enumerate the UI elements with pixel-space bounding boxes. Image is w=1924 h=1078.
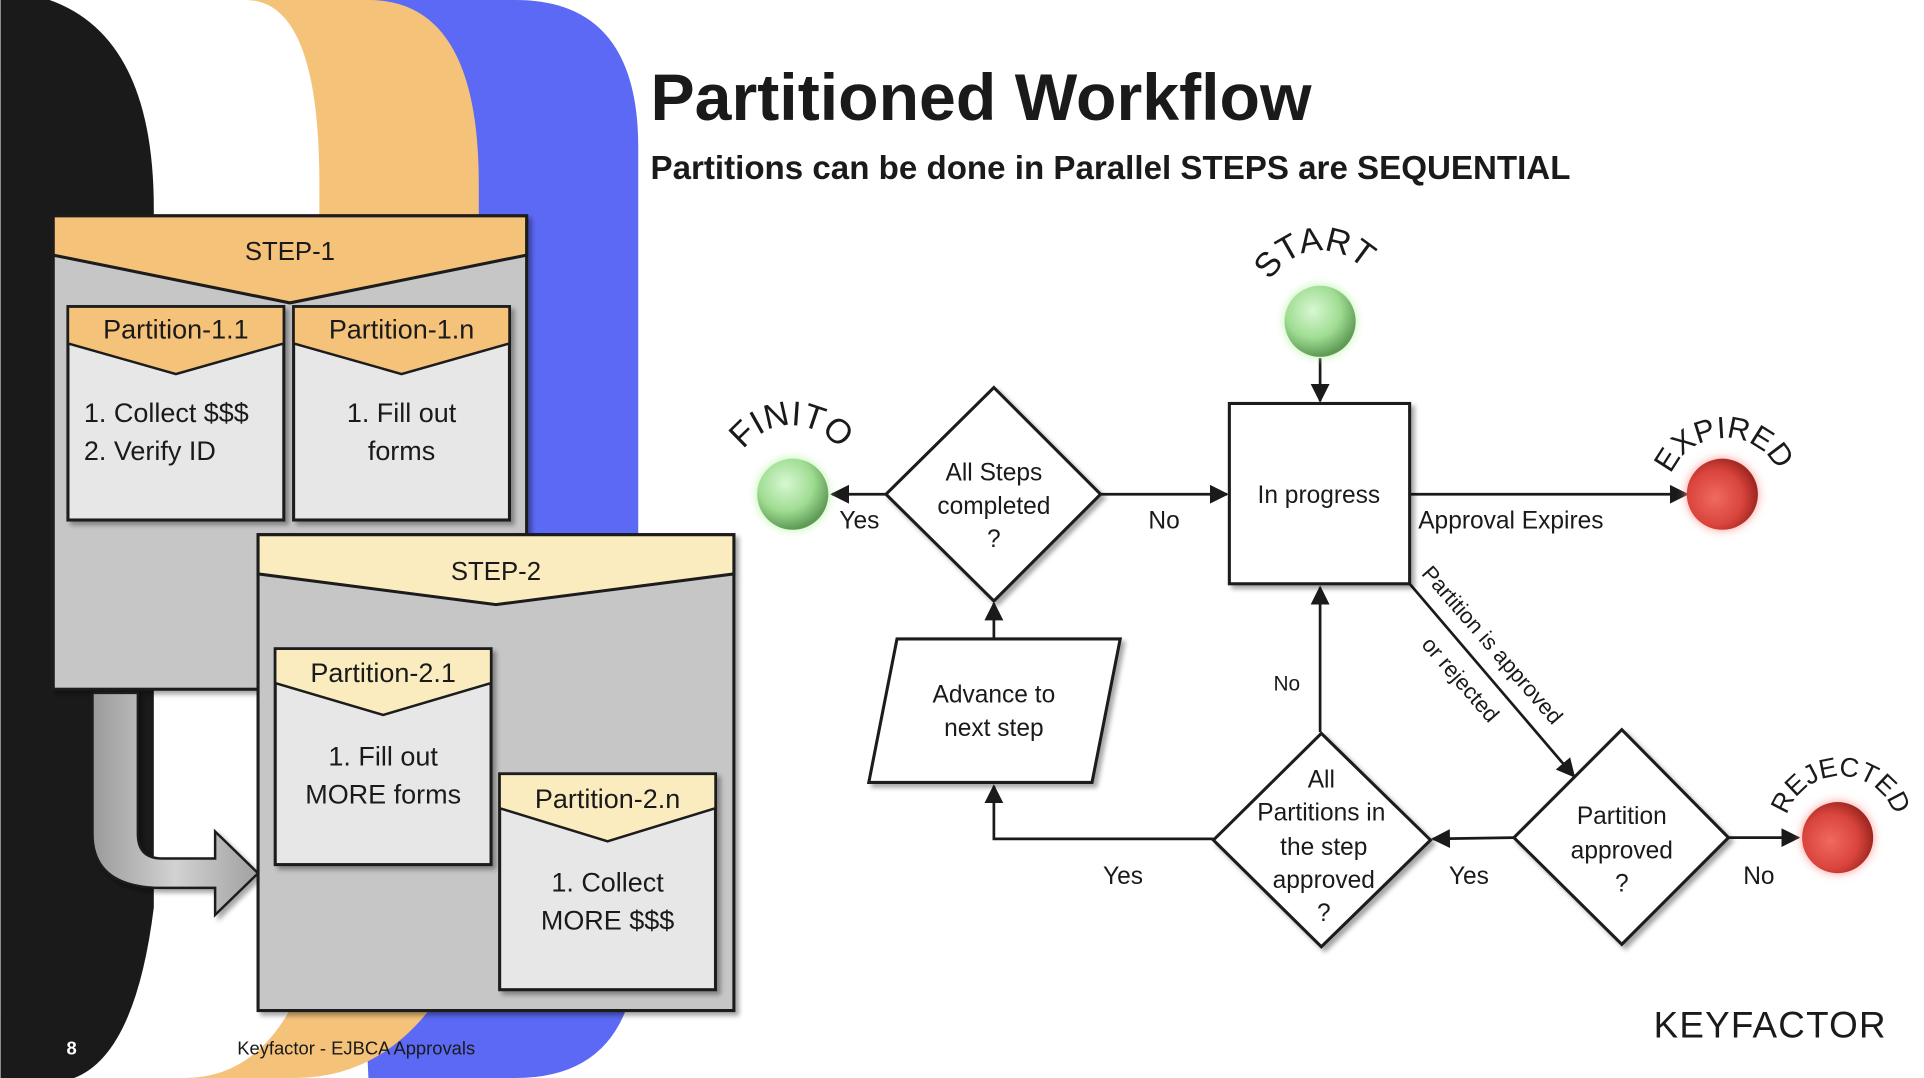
edge-partition-decided (1408, 582, 1576, 778)
rejected-state-icon (1802, 802, 1874, 874)
partition-approved-line-3: ? (1615, 871, 1629, 898)
all-partitions-line-1: All (1308, 766, 1335, 793)
keyfactor-logo: KEYFACTOR (1654, 1005, 1887, 1046)
step-2-label: STEP-2 (451, 558, 541, 586)
start-state-icon (1284, 285, 1356, 357)
advance-line-2: next step (944, 715, 1044, 742)
edge-label-partition-yes: Yes (1449, 863, 1489, 890)
expired-state-icon (1686, 458, 1758, 530)
edge-label-steps-yes: Yes (839, 508, 879, 535)
all-partitions-line-3: the step (1280, 834, 1367, 861)
partition-2-1-label: Partition-2.1 (310, 658, 455, 688)
partition-approved-decision (1511, 727, 1731, 947)
all-partitions-line-4: approved (1273, 867, 1375, 894)
flow-connectors (830, 358, 1801, 849)
partition-1-1-line-1: 1. Collect $$$ (84, 398, 249, 428)
partition-2-n-line-1: 1. Collect (551, 868, 664, 898)
all-steps-decision (883, 385, 1103, 604)
finito-state-icon (757, 458, 829, 530)
all-partitions-line-2: Partitions in (1257, 799, 1385, 826)
finito-state-label: FINITO (722, 395, 861, 455)
partition-1-n (292, 305, 511, 522)
advance-step-node (866, 637, 1123, 784)
partition-2-n-label: Partition-2.n (535, 784, 680, 814)
edge-label-approval-expires: Approval Expires (1418, 508, 1603, 535)
all-partitions-decision (1211, 731, 1433, 949)
edge-label-partitions-no: No (1274, 672, 1301, 695)
step-1-label: STEP-1 (245, 238, 335, 266)
partition-2-n (498, 772, 718, 992)
partition-1-n-line-2: forms (368, 436, 435, 466)
edge-partition-yes (1431, 829, 1514, 849)
edge-label-partitions-yes: Yes (1103, 863, 1143, 890)
all-steps-line-3: ? (987, 526, 1001, 553)
edge-label-partition-no: No (1743, 863, 1774, 890)
step-transition-arrow (91, 691, 260, 918)
all-steps-line-1: All Steps (946, 460, 1043, 487)
partition-2-1 (273, 647, 493, 867)
start-state-label: START (1247, 220, 1383, 285)
partition-1-1-label: Partition-1.1 (103, 314, 248, 344)
partition-2-1-line-2: MORE forms (305, 779, 461, 809)
partition-1-n-label: Partition-1.n (329, 314, 474, 344)
partition-1-1 (66, 305, 286, 522)
partition-approved-line-2: approved (1571, 837, 1673, 864)
in-progress-label: In progress (1258, 482, 1381, 509)
advance-line-1: Advance to (933, 682, 1056, 709)
partition-1-n-line-1: 1. Fill out (347, 398, 457, 428)
edge-label-steps-no: No (1148, 508, 1179, 535)
edge-partitions-yes (984, 784, 1214, 841)
partition-approved-line-1: Partition (1577, 803, 1667, 830)
all-partitions-line-5: ? (1317, 900, 1331, 927)
in-progress-node (1227, 401, 1412, 586)
partition-1-1-line-2: 2. Verify ID (84, 436, 216, 466)
footer-text: Keyfactor - EJBCA Approvals (237, 1038, 475, 1059)
page-subtitle: Partitions can be done in Parallel STEPS… (650, 150, 1570, 187)
page-title: Partitioned Workflow (650, 61, 1311, 135)
page-number: 8 (67, 1038, 77, 1059)
partition-2-1-line-1: 1. Fill out (328, 741, 438, 771)
all-steps-line-2: completed (937, 493, 1050, 520)
partition-2-n-line-2: MORE $$$ (541, 906, 674, 936)
